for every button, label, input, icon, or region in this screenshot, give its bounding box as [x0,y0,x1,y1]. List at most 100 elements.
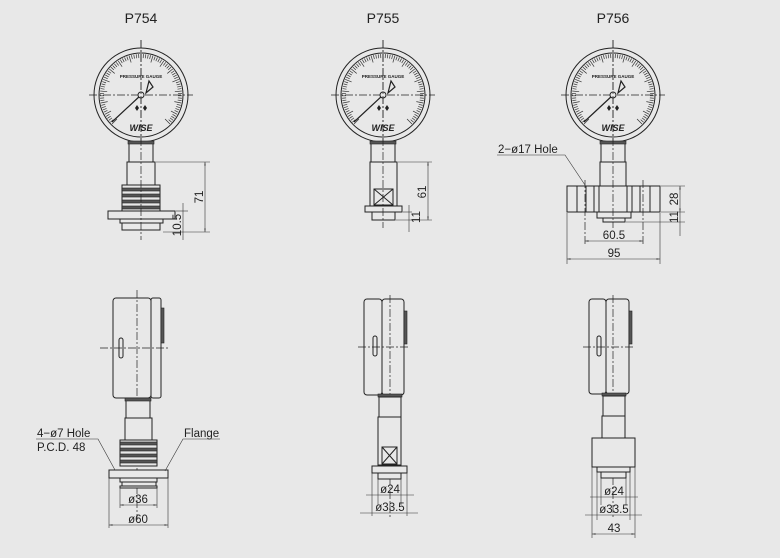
dial-tick [412,110,420,115]
dial-tick [574,108,579,111]
dial-tick [110,66,115,71]
dial-tick [124,57,127,62]
dial-tick [342,90,350,93]
dial-tick [342,101,350,104]
dial-tick [171,115,175,119]
p755-front-connection: 61 11 [364,40,432,232]
gauge-pointer [353,79,396,123]
dial-tick [406,63,410,68]
dial-tick [389,54,391,59]
gauge-pointer [583,79,626,123]
dial-tick [105,74,109,78]
dial-tick [366,57,369,62]
dial-tick [100,101,108,104]
dial-tick [573,106,578,109]
dial-tick [586,63,590,68]
dial-tick [574,78,582,83]
dial-tick [171,72,176,76]
dial-tick [350,117,355,121]
dial-tick [649,85,654,88]
dial-tick [349,70,354,74]
dial-tick [575,110,580,113]
dial-tick [176,104,181,106]
dial-tick [159,60,165,67]
dim-width-p756: 95 [608,248,621,260]
dial-tick [347,74,351,78]
dial-tick [100,88,105,90]
dial-tick [625,56,628,61]
dial-tick [357,62,361,66]
dim-flange-p756: 11 [669,211,681,223]
dial-tick [648,83,653,86]
dim-flange-p754: 10.5 [172,214,184,236]
dial-tick [621,55,623,60]
dial-tick [343,104,348,106]
dial-tick [356,63,360,68]
dial-tick [373,55,375,60]
dial-tick [591,59,595,64]
dial-tick [177,88,182,90]
dial-tick [596,57,599,62]
dial-tick [414,78,422,83]
dial-tick [172,78,180,83]
dial-tick [417,108,422,111]
dim-inner-dia-p755: ø24 [380,484,400,496]
dial-tick [103,76,108,80]
model-title-p756: P756 [597,10,630,26]
dial-tick [170,110,178,115]
dial-tick [168,119,172,123]
dial-tick [577,114,582,117]
dial-tick [174,110,179,113]
dial-tick [646,76,651,80]
dial-tick [401,59,405,64]
dim-flange-p755: 11 [411,211,423,223]
dial-tick [169,117,174,121]
dial-tick [635,62,639,66]
dial-tick [418,106,423,109]
dial-tick [117,60,123,67]
brand-logo: WISE [601,123,625,133]
dial-tick [112,65,116,69]
p756-side-view: ø24 ø33.5 43 [583,295,642,538]
dial-tick [581,68,587,74]
dial-tick [589,60,595,67]
dial-tick [107,70,112,74]
dial-tick [408,65,412,69]
dial-tick [100,99,105,101]
dial-tick [641,117,646,121]
dial-tick [101,106,106,109]
p755-side-view: ø24 ø33.5 [358,295,418,518]
dim-outer-dia-p755: ø33.5 [375,502,404,514]
dial-mark-icon [377,105,389,111]
dim-inner-dia-p756: ø24 [604,486,624,498]
dial-tick [576,110,584,115]
dial-tick [342,88,347,90]
dial-tick [649,99,654,101]
dial-tick [391,55,393,60]
hole-label-p754: 4−ø7 Hole [37,428,90,440]
dial-tick [574,81,579,84]
dial-tick [175,81,180,84]
dial-tick [636,118,643,125]
dial-tick [108,117,113,121]
dial-tick [172,114,177,117]
dial-tick [587,62,591,66]
dial-tick [150,55,154,63]
dial-tick [648,106,653,109]
dial-tick [344,81,349,84]
dial-tick [578,72,583,76]
dial-tick [419,85,424,88]
dial-tick [642,70,647,74]
dial-tick [166,65,170,69]
dial-tick [346,110,354,115]
dial-tick [644,78,652,83]
dial-tick [600,55,604,63]
dim-width-p756: 43 [608,523,621,535]
dial-tick [102,81,107,84]
dial-tick [598,56,601,61]
dial-tick [411,117,416,121]
dial-tick [582,119,586,123]
dial-tick [133,54,135,59]
dial-tick [345,76,350,80]
